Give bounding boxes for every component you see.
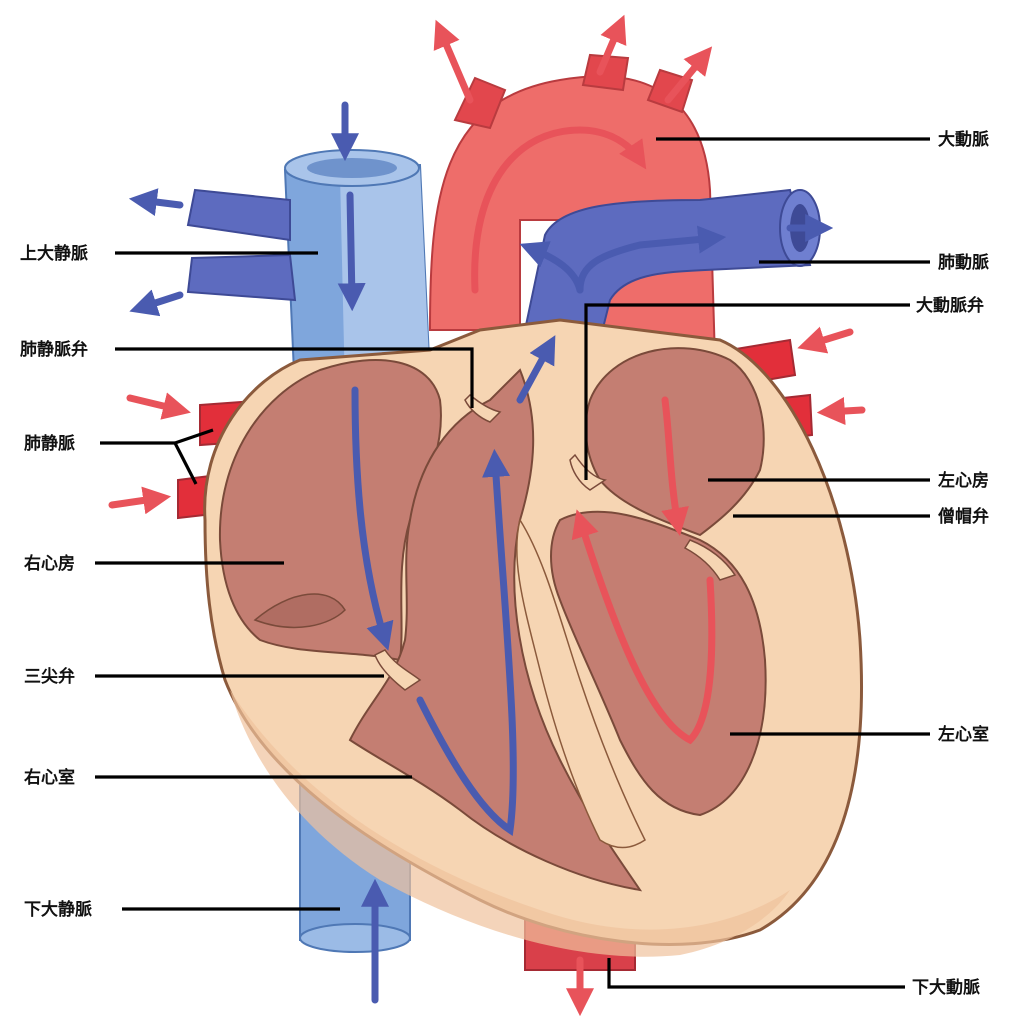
label-superior-vena-cava: 上大静脈 <box>20 243 88 264</box>
label-right-ventricle: 右心室 <box>24 767 75 788</box>
leader-lines <box>95 137 930 989</box>
deoxygenated-flow-arrows <box>128 101 834 1004</box>
label-pulmonary-veins: 肺静脈 <box>24 433 75 454</box>
label-aortic-valve: 大動脈弁 <box>916 295 984 316</box>
superior-vena-cava <box>283 149 432 397</box>
oxygenated-flow-arrows <box>108 14 866 1017</box>
label-mitral-valve: 僧帽弁 <box>938 506 989 527</box>
label-left-atrium: 左心房 <box>938 470 989 491</box>
right-pulmonary-arteries <box>186 188 297 302</box>
tricuspid-valve <box>374 649 422 691</box>
right-ventricle-chamber <box>348 368 643 892</box>
label-aorta: 大動脈 <box>938 129 989 150</box>
label-inferior-vena-cava: 下大静脈 <box>24 899 92 920</box>
labels: 上大静脈 肺静脈弁 肺静脈 右心房 三尖弁 右心室 下大静脈 大動脈 肺動脈 大… <box>20 129 989 998</box>
label-pulmonary-vein-valve: 肺静脈弁 <box>20 339 88 360</box>
label-tricuspid-valve: 三尖弁 <box>24 666 75 687</box>
label-right-atrium: 右心房 <box>24 553 75 574</box>
pulmonary-vein-valve <box>464 393 502 423</box>
interventricular-septum <box>516 518 646 849</box>
label-pulmonary-artery: 肺動脈 <box>938 252 989 273</box>
label-left-ventricle: 左心室 <box>938 724 989 745</box>
mitral-valve <box>683 539 737 581</box>
label-descending-aorta: 下大動脈 <box>912 977 980 998</box>
